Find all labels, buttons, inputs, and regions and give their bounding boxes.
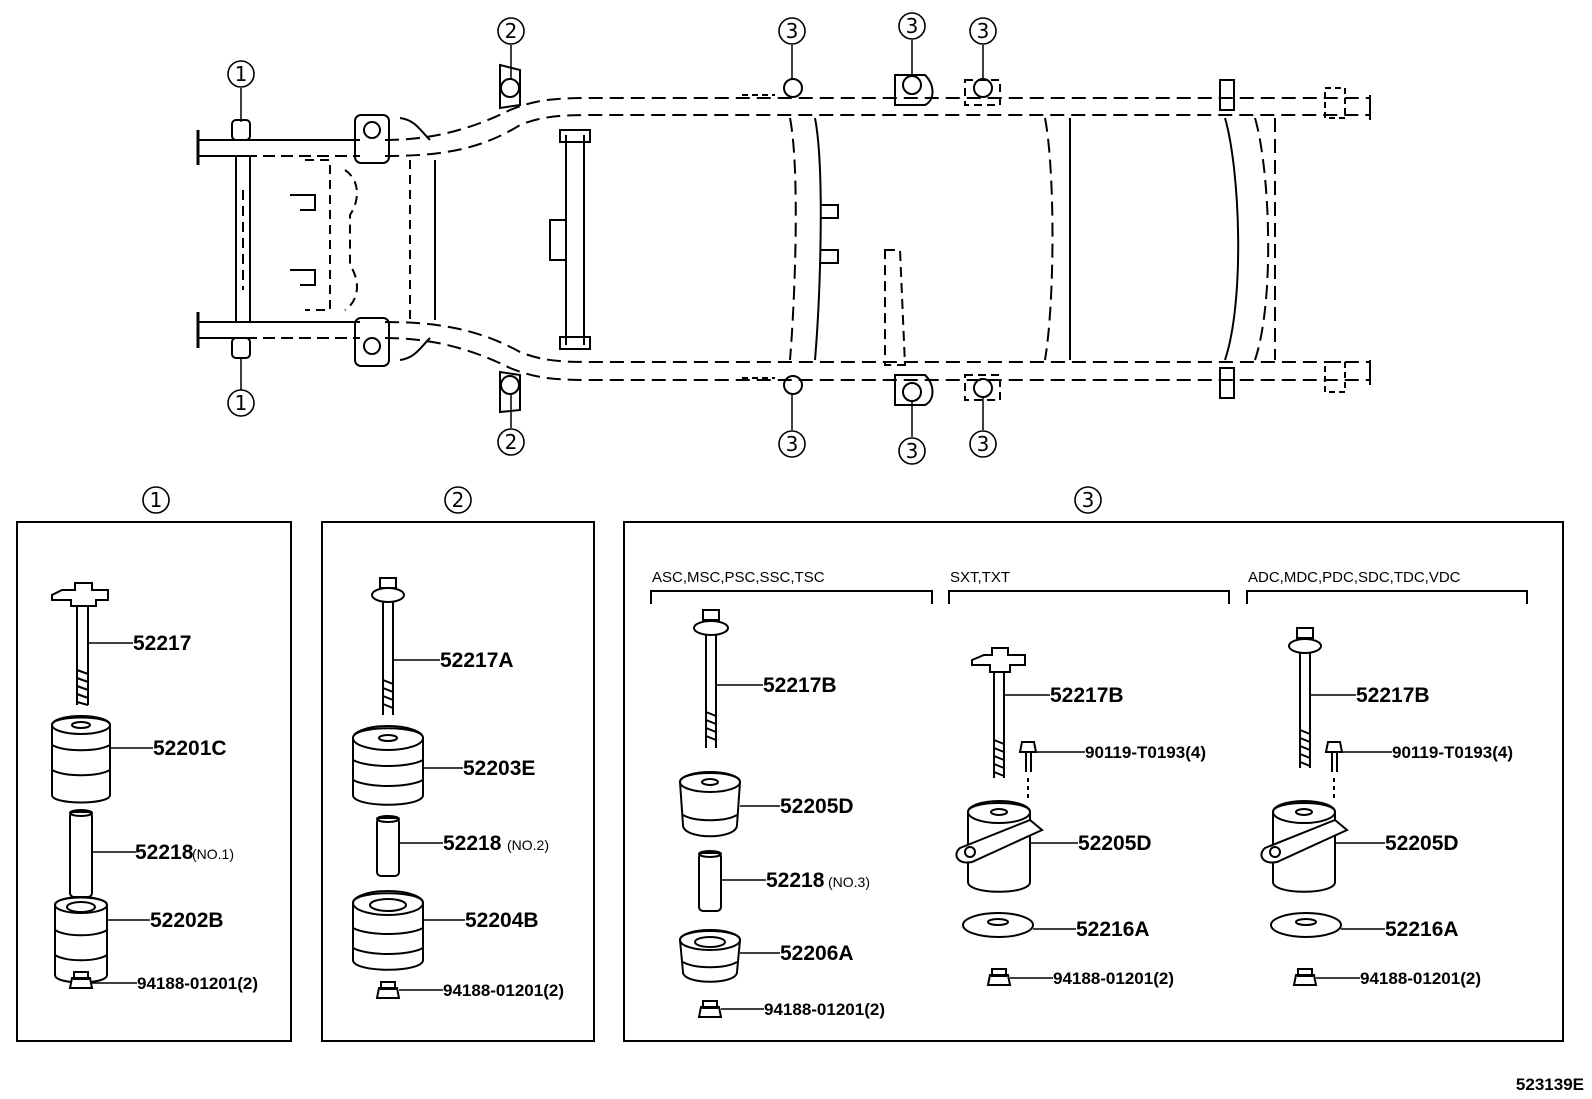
frame-callout-3-bottom-c: 3 [969, 430, 997, 458]
variant-b-models: SXT,TXT [950, 569, 1010, 586]
part-52206a: 52206A [780, 942, 854, 965]
group-3-panel [623, 521, 1564, 1042]
part-52216a-c: 52216A [1385, 918, 1459, 941]
variant-a-parts [678, 609, 742, 1018]
part-52217b-c: 52217B [1356, 684, 1430, 707]
part-52202b: 52202B [150, 909, 224, 932]
part-94188-g1: 94188-01201(2) [137, 974, 258, 993]
part-94188-g3c: 94188-01201(2) [1360, 969, 1481, 988]
svg-text:3: 3 [1082, 488, 1095, 512]
frame-callout-2-bottom: 2 [497, 428, 525, 456]
svg-text:3: 3 [906, 439, 919, 463]
frame-callout-3-top-a: 3 [778, 17, 806, 45]
part-52218-no3-note: (NO.3) [828, 874, 870, 890]
part-90119-c: 90119-T0193(4) [1392, 743, 1513, 762]
callout-leaders [240, 40, 984, 437]
frame-callout-3-bottom-a: 3 [778, 430, 806, 458]
svg-text:3: 3 [786, 19, 799, 43]
svg-text:3: 3 [786, 432, 799, 456]
part-94188-g2: 94188-01201(2) [443, 981, 564, 1000]
variant-b-leaders [1005, 694, 1085, 979]
group-2-title: 2 [444, 486, 472, 514]
group-1-title: 1 [142, 486, 170, 514]
figure-id: 523139E [1516, 1075, 1584, 1094]
frame-callout-3-top-b: 3 [898, 12, 926, 40]
part-52205d-a: 52205D [780, 795, 854, 818]
group-3-title: 3 [1074, 486, 1102, 514]
part-52216a-b: 52216A [1076, 918, 1150, 941]
frame-callout-3-top-c: 3 [969, 17, 997, 45]
part-52205d-c: 52205D [1385, 832, 1459, 855]
part-94188-g3b: 94188-01201(2) [1053, 969, 1174, 988]
variant-c-models: ADC,MDC,PDC,SDC,TDC,VDC [1248, 569, 1461, 586]
variant-a-models: ASC,MSC,PSC,SSC,TSC [652, 569, 825, 586]
part-52218-no2: 52218 [443, 832, 502, 855]
variant-c-leaders [1311, 694, 1392, 979]
svg-text:2: 2 [505, 430, 518, 454]
frame-callout-3-bottom-b: 3 [898, 437, 926, 465]
part-52218-no1: 52218 [135, 841, 194, 864]
part-52201c: 52201C [153, 737, 227, 760]
group-1-parts [51, 582, 111, 989]
part-52203e: 52203E [463, 757, 535, 780]
variant-c-parts [1260, 627, 1349, 986]
part-52218-no1-note: (NO.1) [192, 846, 234, 862]
part-52218-no3: 52218 [766, 869, 825, 892]
variant-a-leaders [717, 684, 780, 1010]
variant-c-bracket [1246, 590, 1528, 604]
svg-text:1: 1 [235, 62, 248, 86]
frame-callout-2-top: 2 [497, 17, 525, 45]
group-2-parts [352, 577, 424, 999]
svg-text:1: 1 [235, 391, 248, 415]
svg-text:3: 3 [906, 14, 919, 38]
part-90119-b: 90119-T0193(4) [1085, 743, 1206, 762]
group-1-leaders [89, 642, 153, 984]
part-52205d-b: 52205D [1078, 832, 1152, 855]
part-52217b-b: 52217B [1050, 684, 1124, 707]
svg-text:1: 1 [150, 488, 163, 512]
svg-text:3: 3 [977, 432, 990, 456]
part-52204b: 52204B [465, 909, 539, 932]
part-52217: 52217 [133, 632, 191, 655]
part-94188-g3a: 94188-01201(2) [764, 1000, 885, 1019]
group-2-panel [321, 521, 595, 1042]
frame-callout-1-top: 1 [227, 60, 255, 88]
variant-b-parts [955, 647, 1044, 986]
part-52218-no2-note: (NO.2) [507, 837, 549, 853]
part-52217a: 52217A [440, 649, 514, 672]
svg-text:2: 2 [505, 19, 518, 43]
group-1-panel [16, 521, 292, 1042]
variant-a-bracket [650, 590, 933, 604]
part-52217b-a: 52217B [763, 674, 837, 697]
group-2-leaders [394, 659, 465, 991]
svg-text:3: 3 [977, 19, 990, 43]
svg-text:2: 2 [452, 488, 465, 512]
vehicle-frame-drawing [196, 63, 1371, 414]
frame-callout-1-bottom: 1 [227, 389, 255, 417]
variant-b-bracket [948, 590, 1230, 604]
